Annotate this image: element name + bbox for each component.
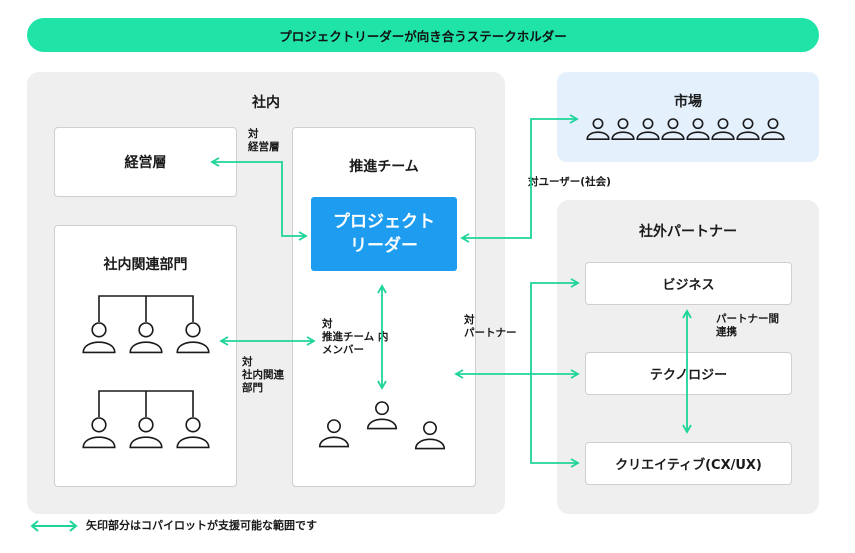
leader-label-line1: プロジェクト (333, 212, 435, 232)
person-icon (636, 118, 660, 140)
person-icon (611, 118, 635, 140)
person-icon (129, 417, 163, 449)
departments-label: 社内関連部門 (103, 257, 188, 273)
label-vs-partners: 対 パートナー (464, 314, 517, 339)
legend: 矢印部分はコパイロットが支援可能な範囲です (30, 519, 317, 532)
management-box: 経営層 (54, 127, 237, 197)
label-vs-management: 対 経営層 (248, 128, 280, 153)
person-icon (82, 322, 116, 354)
person-icon (761, 118, 785, 140)
person-icon (176, 417, 210, 449)
label-vs-team-members: 対 推進チーム 内 メンバー (322, 318, 389, 356)
team-label: 推進チーム (349, 159, 419, 175)
partners-title: 社外パートナー (639, 224, 737, 240)
label-partner-link: パートナー間 連携 (716, 313, 779, 338)
partner-business-box: ビジネス (585, 262, 792, 305)
person-icon (129, 322, 163, 354)
project-leader-box: プロジェクト リーダー (311, 197, 457, 271)
partner-creative-label: クリエイティブ(CX/UX) (615, 458, 762, 473)
person-icon (586, 118, 610, 140)
person-icon (661, 118, 685, 140)
internal-title: 社内 (252, 95, 280, 111)
partner-business-label: ビジネス (662, 278, 715, 293)
market-title: 市場 (674, 94, 702, 110)
diagram-title: プロジェクトリーダーが向き合うステークホルダー (27, 18, 819, 52)
arrow-leader-market (460, 114, 579, 243)
leader-label-line2: リーダー (350, 236, 418, 256)
partner-creative-box: クリエイティブ(CX/UX) (585, 442, 792, 485)
person-icon (176, 322, 210, 354)
person-icon (366, 401, 398, 430)
person-icon (736, 118, 760, 140)
person-icon (414, 421, 446, 450)
double-arrow-icon (30, 519, 78, 532)
legend-text: 矢印部分はコパイロットが支援可能な範囲です (86, 519, 317, 532)
person-icon (711, 118, 735, 140)
person-icon (686, 118, 710, 140)
label-vs-departments: 対 社内関連 部門 (242, 356, 284, 394)
management-label: 経営層 (124, 155, 167, 171)
person-icon (82, 417, 116, 449)
market-region (557, 72, 819, 162)
person-icon (318, 419, 350, 448)
partner-bracket (530, 278, 580, 468)
arrow-leader-management (210, 157, 308, 241)
